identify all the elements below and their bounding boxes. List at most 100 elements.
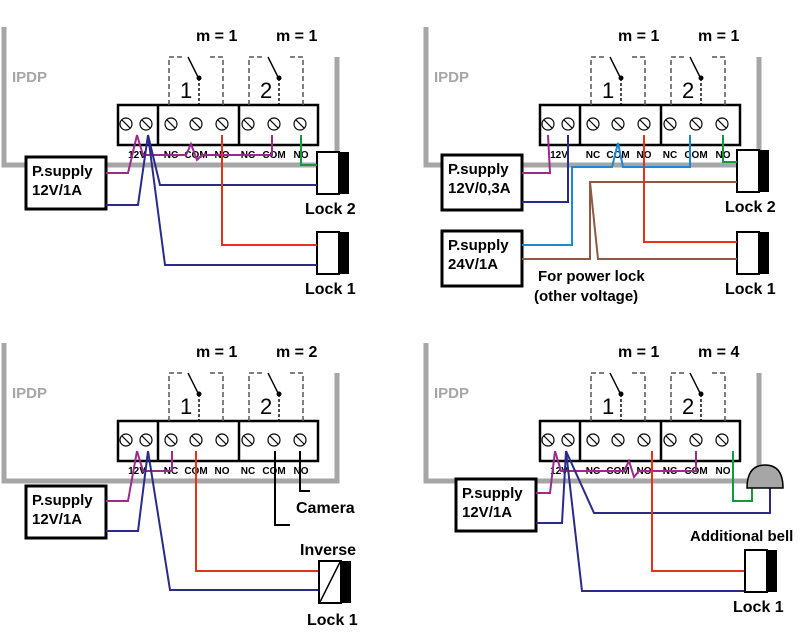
lock-1-body bbox=[316, 231, 340, 275]
wire-lock1-negative bbox=[147, 134, 317, 266]
terminal-label-4: NC bbox=[663, 150, 677, 161]
power-supply-24v bbox=[440, 229, 524, 288]
terminal-screw-slot bbox=[717, 435, 727, 445]
ipdp-label: IPDP bbox=[434, 69, 469, 86]
lock-1-bolt bbox=[767, 550, 777, 592]
lock-1-bolt bbox=[341, 561, 351, 603]
ipdp-enclosure bbox=[1, 343, 340, 484]
terminal-screw-slot bbox=[295, 119, 305, 129]
lock-2-label: Lock 2 bbox=[305, 201, 356, 218]
power-supply bbox=[454, 477, 538, 533]
inverse-label: Inverse bbox=[300, 542, 356, 559]
terminal-screw-slot bbox=[563, 119, 573, 129]
wire-com-link bbox=[136, 450, 173, 472]
power-supply-label-1: P.supply bbox=[32, 492, 93, 509]
power-lock-note-2: (other voltage) bbox=[534, 288, 638, 305]
wire-camera-no bbox=[299, 451, 310, 492]
ipdp-enclosure bbox=[423, 343, 762, 484]
wire-lock1-no bbox=[643, 135, 737, 243]
wire-supply-negative bbox=[106, 134, 149, 206]
wire-24v-negative-lock2 bbox=[522, 181, 737, 260]
terminal-screw-slot bbox=[191, 435, 201, 445]
terminal-screw-slot bbox=[717, 119, 727, 129]
power-supply-label-2: 12V/1A bbox=[32, 182, 82, 199]
relay-1-switch-arm bbox=[609, 56, 621, 78]
relay-2-number: 2 bbox=[260, 394, 272, 419]
lock-1-label: Lock 1 bbox=[733, 599, 784, 616]
relay-1-outline bbox=[168, 372, 224, 421]
lock-1-bolt bbox=[339, 232, 349, 274]
panels-root: IPDP 12V NC COM NO NC COM NO 1 m = 1 2 m = 1 P.suppl… bbox=[1, 27, 793, 629]
wire-lock1-com bbox=[195, 451, 319, 572]
ipdp-label: IPDP bbox=[12, 385, 47, 402]
terminal-screw-slot bbox=[613, 119, 623, 129]
terminal-screw-slot bbox=[295, 435, 305, 445]
terminal-screw-slot bbox=[691, 119, 701, 129]
terminal-screw-slot bbox=[269, 119, 279, 129]
relay-1-mode: m = 1 bbox=[196, 28, 237, 45]
wire-lock1-no bbox=[651, 451, 745, 572]
wire-24v-positive bbox=[522, 135, 691, 246]
wire-com-bridge bbox=[554, 450, 697, 480]
wire-lock1-negative bbox=[565, 450, 745, 592]
lock-1-label: Lock 1 bbox=[305, 281, 356, 298]
terminal-label-4: NC bbox=[241, 466, 255, 477]
wire-lock2-no bbox=[300, 135, 317, 166]
terminal-screw-slot bbox=[166, 119, 176, 129]
terminal-screw-slot bbox=[166, 435, 176, 445]
terminal-screw-slot bbox=[269, 435, 279, 445]
terminal-screw-slot bbox=[121, 119, 131, 129]
terminal-label-3: NO bbox=[215, 466, 230, 477]
relay-2-switch-arm bbox=[689, 372, 701, 394]
terminal-label-0: 12V bbox=[128, 466, 146, 477]
relay-2-outline bbox=[248, 56, 304, 105]
wire-supply-positive bbox=[536, 450, 556, 494]
wire-supply-positive bbox=[106, 450, 138, 502]
terminal-screw-slot bbox=[639, 119, 649, 129]
terminal-label-0: 12V bbox=[128, 150, 146, 161]
power-supply-12v bbox=[440, 153, 524, 212]
terminal-screw-slot bbox=[563, 435, 573, 445]
relay-1-switch-arm bbox=[187, 372, 199, 394]
terminal-label-6: NO bbox=[716, 466, 731, 477]
relay-1-mode: m = 1 bbox=[196, 344, 237, 361]
terminal-label-2: COM bbox=[606, 150, 629, 161]
terminal-label-1: NC bbox=[586, 150, 600, 161]
relay-2-number: 2 bbox=[682, 78, 694, 103]
terminal-screw-slot bbox=[141, 435, 151, 445]
lock-1-inverse-mark bbox=[319, 561, 341, 603]
power-supply-24v-label-2: 24V/1A bbox=[448, 256, 498, 273]
terminal-label-5: COM bbox=[684, 150, 707, 161]
terminal-screw-slot bbox=[543, 119, 553, 129]
terminal-label-0: 12V bbox=[550, 150, 568, 161]
relay-1-outline bbox=[168, 56, 224, 105]
wire-supply-positive bbox=[106, 134, 138, 174]
bell-label: Additional bell bbox=[690, 528, 793, 545]
wire-lock2-no bbox=[722, 135, 737, 163]
wire-bell-negative bbox=[565, 450, 771, 514]
lock-2-label: Lock 2 bbox=[725, 199, 776, 216]
relay-1-number: 1 bbox=[180, 78, 192, 103]
relay-2-number: 2 bbox=[260, 78, 272, 103]
lock-2-bolt bbox=[759, 150, 769, 192]
terminal-screw-slot bbox=[665, 435, 675, 445]
wire-bell-no bbox=[732, 451, 753, 502]
relay-2-number: 2 bbox=[682, 394, 694, 419]
relay-2-switch-arm bbox=[267, 56, 279, 78]
camera-label: Camera bbox=[296, 500, 355, 517]
wire-camera-com bbox=[274, 451, 290, 526]
terminal-screw-slot bbox=[543, 435, 553, 445]
lock-2-body bbox=[316, 151, 340, 195]
relay-2-switch-arm bbox=[267, 372, 279, 394]
power-supply-12v-label-1: P.supply bbox=[448, 161, 509, 178]
wire-supply-negative bbox=[522, 135, 569, 203]
lock-2-body bbox=[736, 149, 760, 193]
wire-supply-negative bbox=[106, 450, 149, 532]
terminal-screw-slot bbox=[217, 119, 227, 129]
relay-1-number: 1 bbox=[180, 394, 192, 419]
relay-2-outline bbox=[670, 56, 726, 105]
